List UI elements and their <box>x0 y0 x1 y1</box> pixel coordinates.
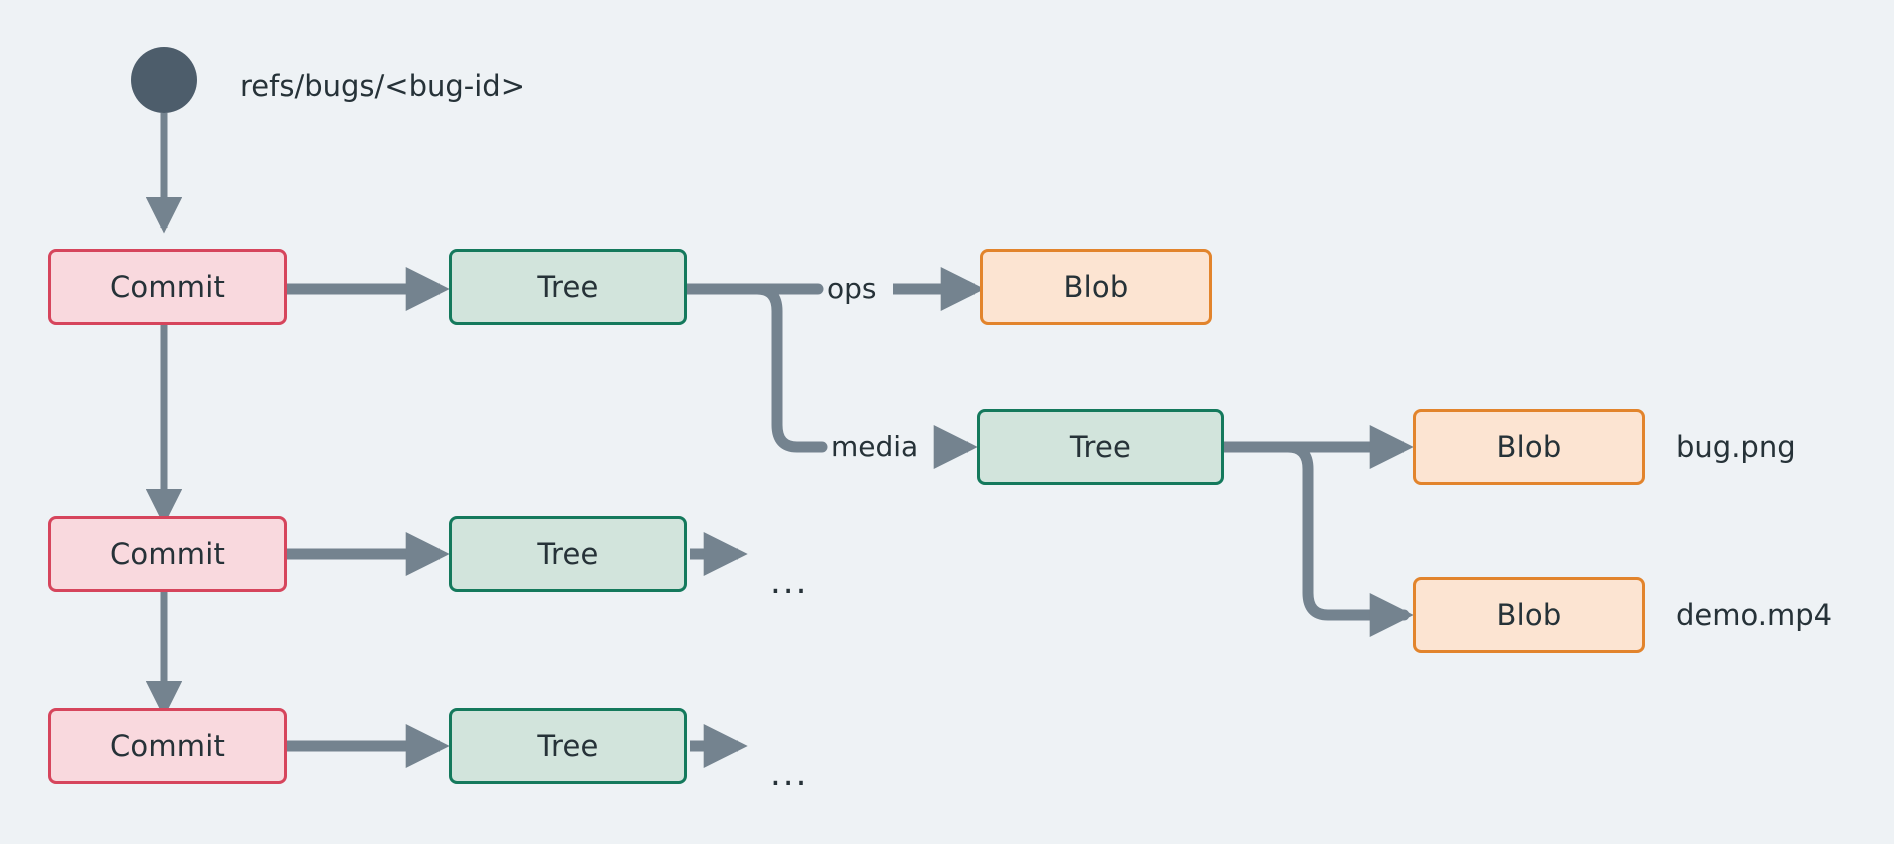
node-tree-2-label: Tree <box>537 537 599 571</box>
node-commit-1[interactable]: Commit <box>48 249 287 325</box>
ref-label: refs/bugs/<bug-id> <box>240 69 526 103</box>
node-blob-demo-mp4[interactable]: Blob <box>1413 577 1645 653</box>
node-commit-3-label: Commit <box>109 729 226 763</box>
node-blob-demo-mp4-label: Blob <box>1496 598 1562 632</box>
node-blob-bug-png-label: Blob <box>1496 430 1562 464</box>
node-tree-3[interactable]: Tree <box>449 708 687 784</box>
node-tree-1[interactable]: Tree <box>449 249 687 325</box>
node-commit-2[interactable]: Commit <box>48 516 287 592</box>
file-label-bug-png: bug.png <box>1676 430 1796 464</box>
file-label-demo-mp4: demo.mp4 <box>1676 598 1833 632</box>
node-tree-1-label: Tree <box>537 270 599 304</box>
node-tree-3-label: Tree <box>537 729 599 763</box>
node-blob-bug-png[interactable]: Blob <box>1413 409 1645 485</box>
ellipsis-row-2: ... <box>770 562 809 602</box>
node-commit-1-label: Commit <box>109 270 226 304</box>
node-tree-2[interactable]: Tree <box>449 516 687 592</box>
node-commit-2-label: Commit <box>109 537 226 571</box>
edge-treemedia-to-demomp4 <box>1218 441 1414 637</box>
node-tree-media-label: Tree <box>1069 430 1132 464</box>
node-tree-media[interactable]: Tree <box>977 409 1224 485</box>
node-blob-ops-label: Blob <box>1063 270 1129 304</box>
edge-label-media: media <box>828 433 922 461</box>
ellipsis-row-3: ... <box>770 754 809 794</box>
node-blob-ops[interactable]: Blob <box>980 249 1212 325</box>
node-commit-3[interactable]: Commit <box>48 708 287 784</box>
edge-label-ops: ops <box>824 275 880 303</box>
ref-dot-icon <box>131 47 197 113</box>
edge-tree1-to-media <box>681 283 828 453</box>
